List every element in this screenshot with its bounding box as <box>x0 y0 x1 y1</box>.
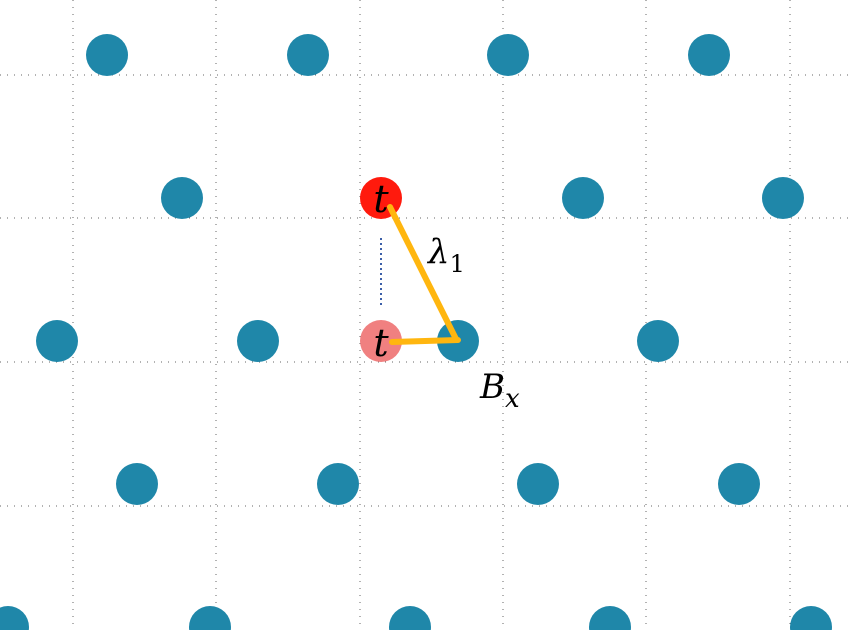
lattice-point <box>589 606 631 630</box>
lattice-point <box>790 606 832 630</box>
lambda-label: λ1 <box>426 232 465 278</box>
target-label-top: t <box>373 177 389 221</box>
basis-label: Bx <box>479 367 520 414</box>
lattice-point <box>487 34 529 76</box>
lattice-point <box>317 463 359 505</box>
lattice-point <box>0 606 29 630</box>
lattice-point <box>86 34 128 76</box>
lambda-subscript: 1 <box>450 250 465 278</box>
lambda-symbol: λ <box>426 232 450 272</box>
basis-vector-segment <box>389 337 461 345</box>
basis-subscript: x <box>505 384 520 414</box>
lattice-point <box>562 177 604 219</box>
lattice-point <box>688 34 730 76</box>
lattice-point <box>637 320 679 362</box>
lattice-point <box>161 177 203 219</box>
target-point-shifted <box>360 320 402 362</box>
lattice-points <box>0 34 832 630</box>
lattice-point <box>287 34 329 76</box>
lattice-point <box>36 320 78 362</box>
lattice-point <box>237 320 279 362</box>
lattice-point <box>189 606 231 630</box>
basis-symbol: B <box>479 367 505 407</box>
lattice-point <box>389 606 431 630</box>
target-label-bottom: t <box>373 321 389 365</box>
lattice-point <box>517 463 559 505</box>
lattice-point <box>762 177 804 219</box>
shortest-vector-lambda1-segment <box>387 204 459 342</box>
lattice-point <box>116 463 158 505</box>
lattice-point <box>718 463 760 505</box>
